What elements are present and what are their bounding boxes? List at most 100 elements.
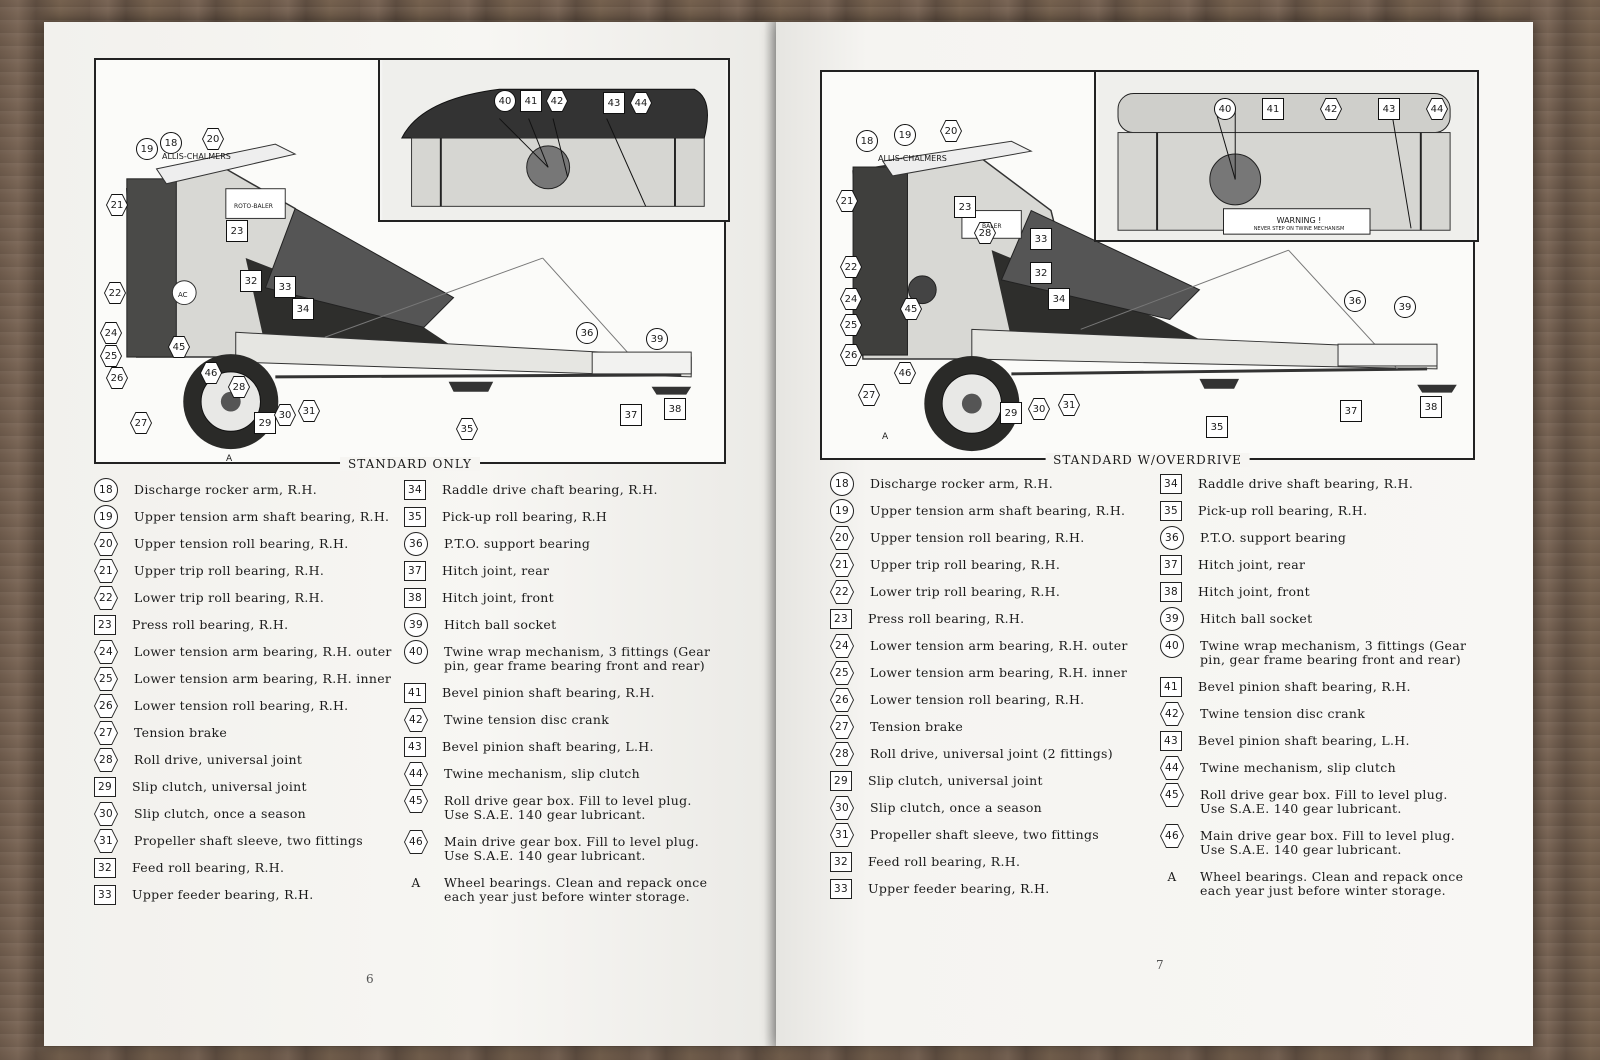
callout-46: 46 — [894, 362, 916, 384]
legend-badge: 29 — [830, 771, 852, 791]
callout-20: 20 — [940, 120, 962, 142]
legend-text: Hitch joint, front — [442, 590, 554, 605]
callout-41: 41 — [1262, 98, 1284, 120]
callout-36: 36 — [1344, 290, 1366, 312]
legend-text: Lower tension roll bearing, R.H. — [870, 692, 1085, 707]
legend-badge: 41 — [404, 683, 426, 703]
callout-41: 41 — [520, 90, 542, 112]
legend-badge: 25 — [830, 661, 854, 685]
warning-text: NEVER STEP ON TWINE MECHANISM — [1253, 226, 1345, 232]
legend-text: Feed roll bearing, R.H. — [132, 860, 285, 875]
callout-18: 18 — [856, 130, 878, 152]
callout-25: 25 — [100, 345, 122, 367]
legend-item-35: 35 Pick-up roll bearing, R.H — [404, 505, 744, 532]
legend-text: Twine wrap mechanism, 3 fittings (Gear p… — [1200, 638, 1467, 667]
manual-page-right: WARNING ! NEVER STEP ON TWINE MECHANISM … — [776, 22, 1533, 1046]
legend-badge: 46 — [404, 830, 428, 854]
legend-text: Main drive gear box. Fill to level plug.… — [444, 834, 700, 863]
twine-mechanism-inset-photo: WARNING ! NEVER STEP ON TWINE MECHANISM — [1094, 70, 1479, 242]
page-number: 7 — [1156, 958, 1164, 972]
legend-badge: 25 — [94, 667, 118, 691]
legend-badge: 45 — [1160, 783, 1184, 807]
legend-item-40: 40 Twine wrap mechanism, 3 fittings (Gear… — [404, 640, 744, 681]
legend-badge: 23 — [94, 615, 116, 635]
legend-badge: 31 — [830, 823, 854, 847]
legend-text: Bevel pinion shaft bearing, R.H. — [442, 685, 655, 700]
callout-32: 32 — [240, 270, 262, 292]
legend-badge: 35 — [404, 507, 426, 527]
legend-text: Hitch ball socket — [1200, 611, 1313, 626]
callout-36: 36 — [576, 322, 598, 344]
legend-item-31: 31 Propeller shaft sleeve, two fittings — [830, 823, 1160, 850]
legend-badge: 30 — [830, 796, 854, 820]
callout-31: 31 — [1058, 394, 1080, 416]
callout-32: 32 — [1030, 262, 1052, 284]
legend-badge: 20 — [830, 526, 854, 550]
callout-21: 21 — [106, 194, 128, 216]
callout-34: 34 — [1048, 288, 1070, 310]
legend-badge: 37 — [1160, 555, 1182, 575]
legend-badge: 28 — [94, 748, 118, 772]
callout-26: 26 — [840, 344, 862, 366]
figure-caption: STANDARD ONLY — [340, 457, 480, 471]
legend-badge: 27 — [830, 715, 854, 739]
legend-badge: 20 — [94, 532, 118, 556]
manual-page-left: 40 41 42 43 44 18 19 20 21 22 23 24 25 2… — [44, 22, 776, 1046]
legend-badge: 43 — [1160, 731, 1182, 751]
legend-badge: 22 — [94, 586, 118, 610]
legend-text: Upper trip roll bearing, R.H. — [134, 563, 325, 578]
legend-badge: 36 — [1160, 526, 1184, 550]
legend-text: Twine wrap mechanism, 3 fittings (Gear p… — [444, 644, 711, 673]
legend-text: Pick-up roll bearing, R.H — [442, 509, 608, 524]
baler-label: ROTO-BALER — [234, 203, 273, 210]
legend-item-43: 43 Bevel pinion shaft bearing, L.H. — [1160, 729, 1500, 756]
legend-text: Bevel pinion shaft bearing, L.H. — [1198, 733, 1410, 748]
legend-badge: 18 — [830, 472, 854, 496]
callout-24: 24 — [840, 288, 862, 310]
legend-text: Upper tension arm shaft bearing, R.H. — [134, 509, 390, 524]
callout-21: 21 — [836, 190, 858, 212]
legend-badge: 35 — [1160, 501, 1182, 521]
warning-sign: WARNING ! NEVER STEP ON TWINE MECHANISM — [1228, 216, 1370, 234]
legend-badge: 34 — [404, 480, 426, 500]
legend-badge: 40 — [404, 640, 428, 664]
legend-badge: 19 — [830, 499, 854, 523]
legend-badge: 24 — [94, 640, 118, 664]
legend-text: Hitch joint, front — [1198, 584, 1310, 599]
legend-badge: A — [1167, 870, 1177, 884]
callout-25: 25 — [840, 314, 862, 336]
legend-item-41: 41 Bevel pinion shaft bearing, R.H. — [404, 681, 744, 708]
legend-text: Propeller shaft sleeve, two fittings — [870, 827, 1099, 842]
legend-text: Upper feeder bearing, R.H. — [132, 887, 314, 902]
callout-20: 20 — [202, 128, 224, 150]
legend-text: Roll drive gear box. Fill to level plug.… — [444, 793, 692, 822]
callout-19: 19 — [894, 124, 916, 146]
callout-28: 28 — [974, 222, 996, 244]
callout-37: 37 — [620, 404, 642, 426]
legend-item-40: 40 Twine wrap mechanism, 3 fittings (Gear… — [1160, 634, 1500, 675]
legend-badge: 40 — [1160, 634, 1184, 658]
callout-43: 43 — [603, 92, 625, 114]
legend-text: Upper tension roll bearing, R.H. — [134, 536, 349, 551]
